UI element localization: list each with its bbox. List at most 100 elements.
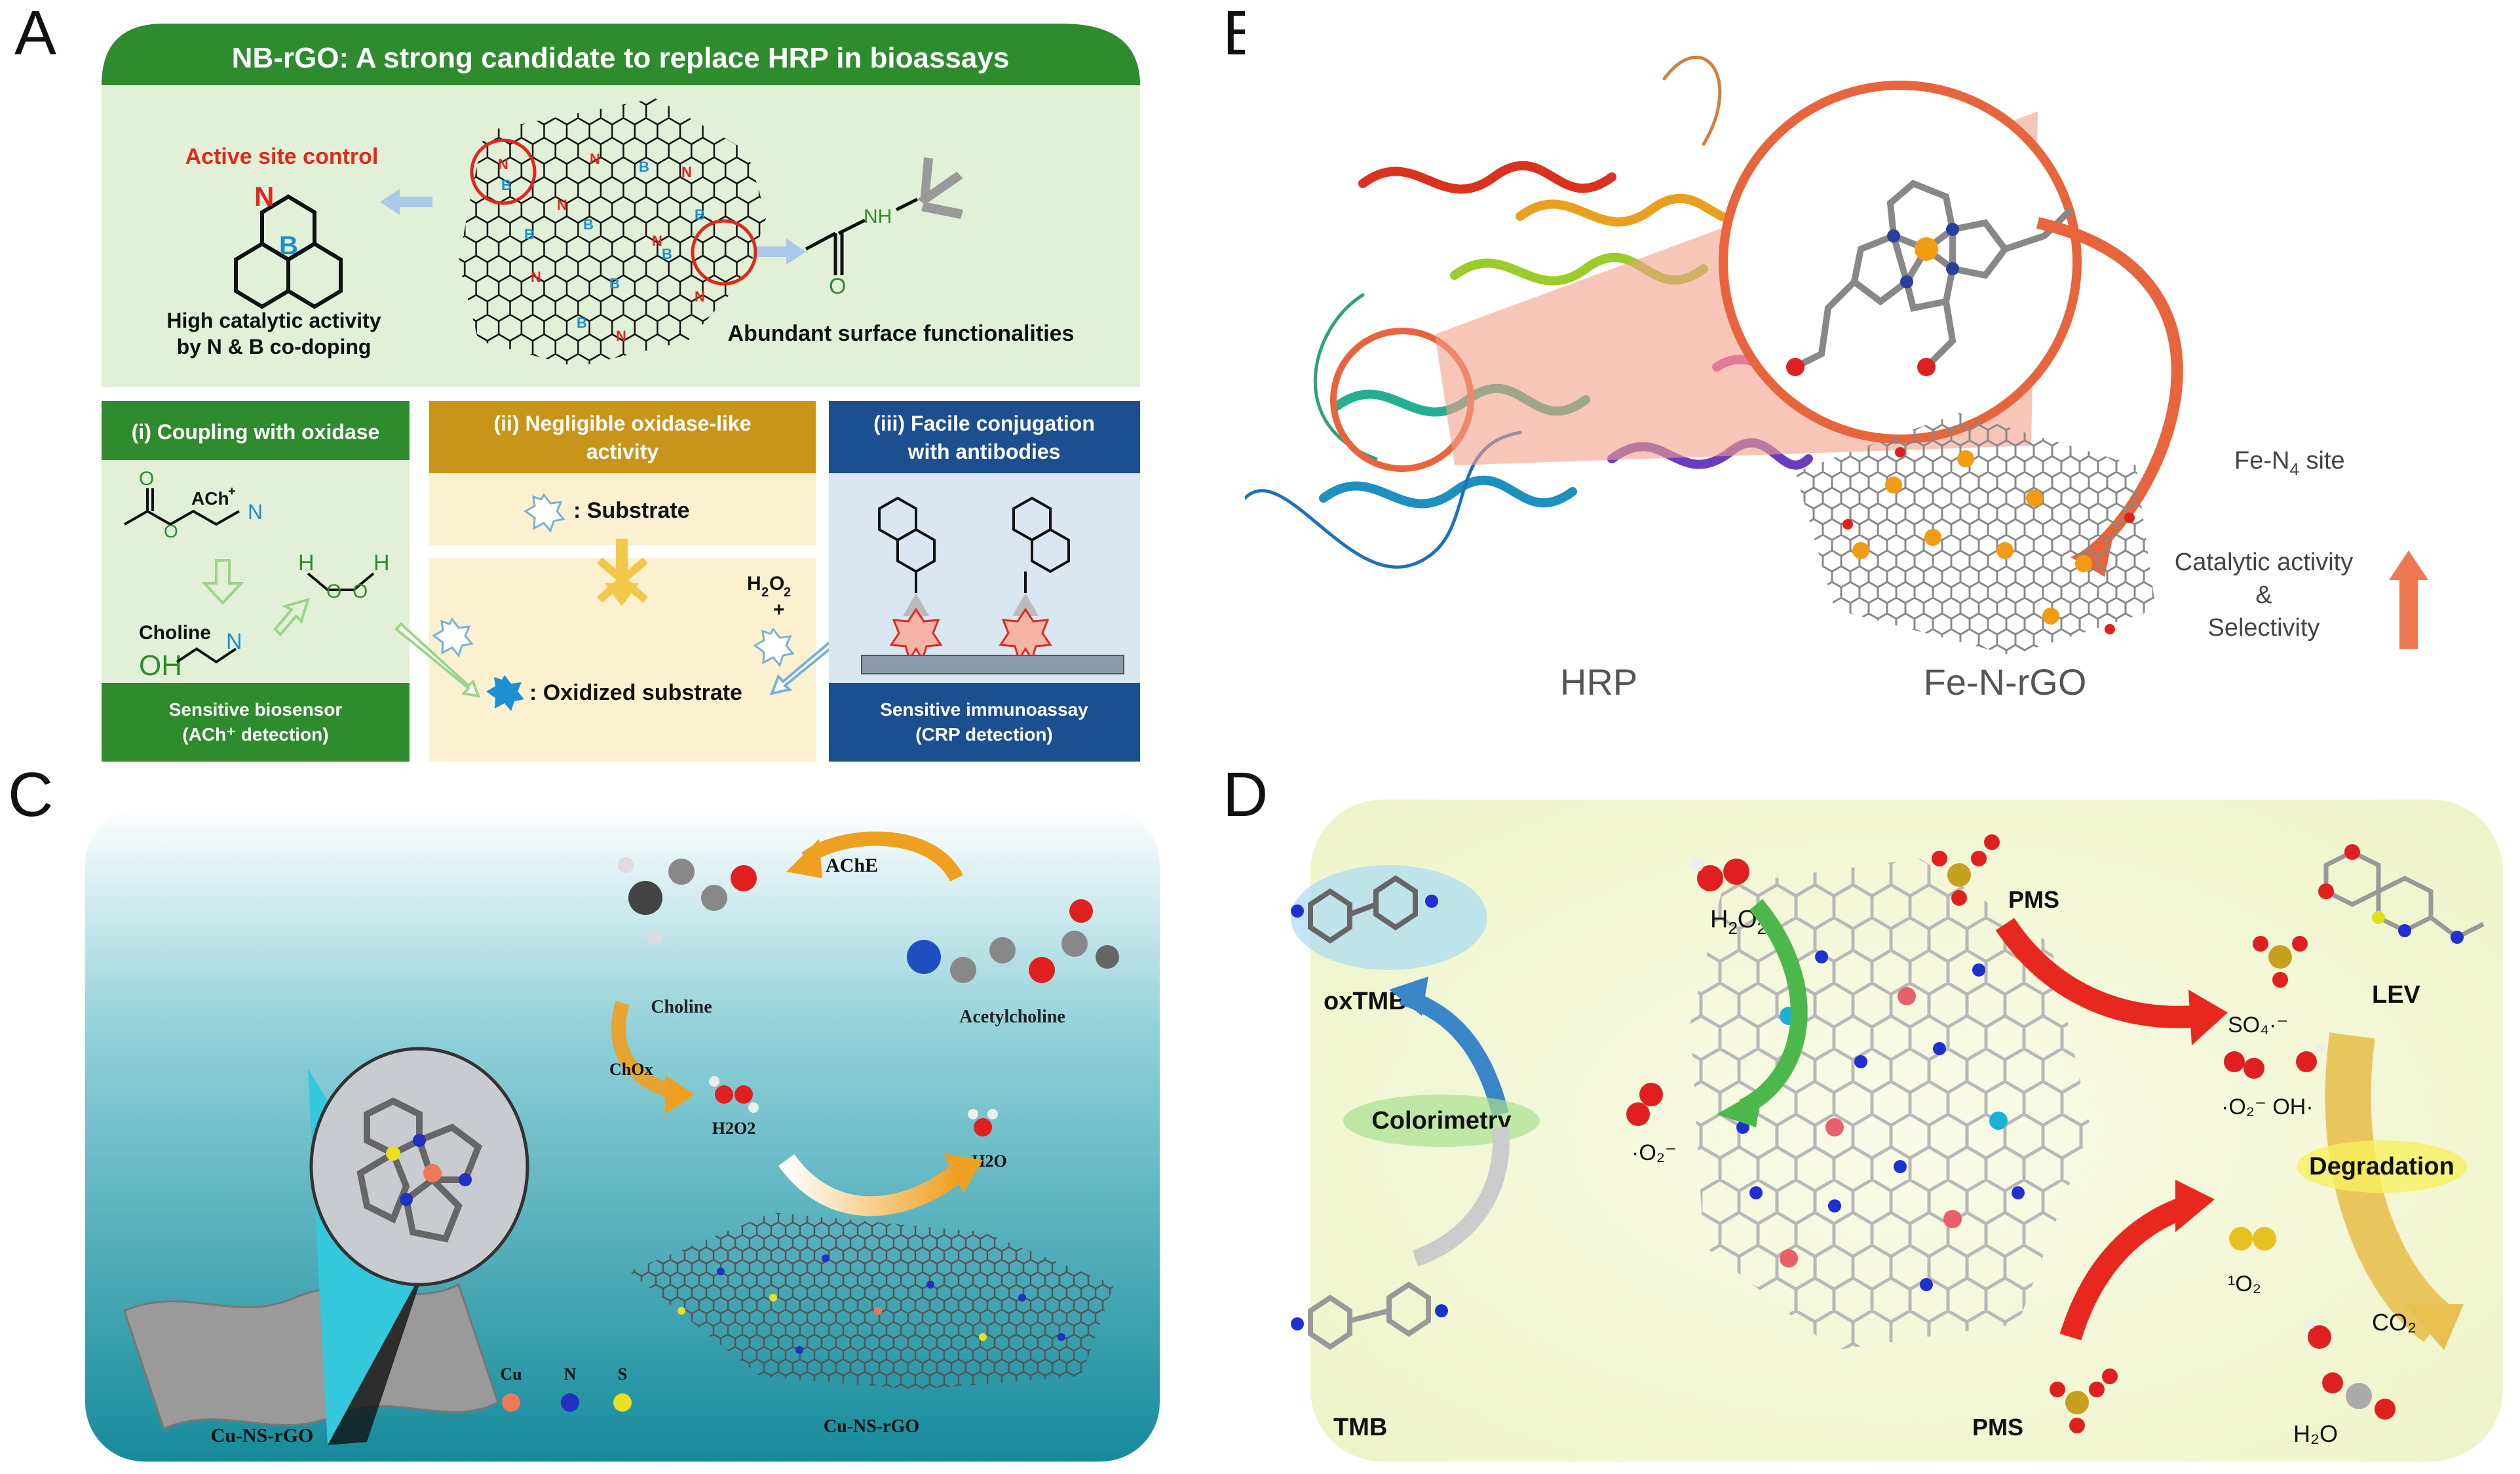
increase-arrow-icon [2389,551,2428,649]
arrow-down-green [201,559,244,605]
legend-s: S [618,1365,627,1384]
svg-text:N: N [695,288,705,305]
arrow-right-blue [754,239,806,265]
colorimetry-label: Colorimetry [1371,1107,1511,1135]
h2o2-molecule-a [307,572,375,591]
svg-text:B: B [501,177,512,193]
choline-oh: OH [139,650,182,682]
o2-oh-label: ·O₂⁻ OH· [2221,1095,2314,1119]
section-i-footer [102,683,410,762]
sheet-atoms [1736,950,2025,1291]
section-iii-title-line1: (iii) Facile conjugation [873,412,1095,435]
amide-molecule [805,197,919,275]
cu-ns-rgo-right-label: Cu-NS-rGO [824,1416,919,1437]
panel-c: Cu-NS-rGO Cu N S Choline Acetylcholine A… [85,806,1160,1462]
green-arrow-d [1738,899,1808,1115]
svg-text:B: B [583,216,594,233]
section-ii-title-line1: (ii) Negligible oxidase-like [494,412,752,435]
so4-radical-molecule [2253,936,2308,988]
active-site-circle [470,138,537,205]
fe-n-rgo-label: Fe-N-rGO [1924,661,2087,703]
cu-site-zoom [309,1047,529,1287]
singlet-o2-label: ¹O₂ [2228,1271,2261,1296]
ach-o-atom: O [139,468,154,490]
oxidized-star-icon [486,675,524,711]
choline-label-c: Choline [651,997,712,1017]
abundant-label: Abundant surface functionalities [728,321,1075,346]
zoom-cone-shadow [328,1265,426,1445]
section-i-footer-line1: Sensitive biosensor [169,699,343,720]
chox-arrow [611,1000,683,1102]
ach-label: ACh [191,488,229,509]
panel-a-title: NB-rGO: A strong candidate to replace HR… [232,42,1010,74]
colorimetry-glow [1343,1095,1540,1147]
h2o2-h2: H [373,551,390,575]
arrow-from-sensor [394,622,481,698]
legend-n: N [564,1365,577,1384]
arrow-diag-green [273,598,310,636]
ach-molecule [124,488,240,526]
plus-sign: + [773,599,785,621]
heme-molecule [1786,180,2073,376]
substrate-star-icon-3 [753,627,795,668]
fe-n4-site-label: Fe-N4 site [2234,447,2345,479]
antibody-icon [917,157,963,219]
arrow-left-blue [380,189,432,215]
active-site-label: Active site control [185,144,379,169]
svg-text:N: N [590,151,600,167]
section-i-footer-line2: (ACh⁺ detection) [182,724,328,745]
section-iii-footer-line2: (CRP detection) [915,724,1053,745]
section-iii-body [829,473,1140,683]
section-iii-footer-line1: Sensitive immunoassay [880,699,1088,720]
antibody-conjugate-1 [878,496,943,662]
section-iii-header [829,401,1140,473]
degradation-arrow-head [2405,1304,2464,1350]
choline-molecule-c [618,857,757,945]
svg-text:N: N [557,197,567,213]
pms-bottom-label: PMS [1972,1414,2023,1441]
h2o-molecule-c [968,1109,998,1136]
h2o2-h1: H [298,551,315,575]
lev-molecule [2318,844,2485,944]
atom-n-label: N [254,181,274,212]
immuno-plate [861,655,1124,674]
o2-oh-molecules [2224,1043,2325,1079]
h2o2-sub-2b: 2 [784,585,791,600]
tmb-arrow [1412,1126,1510,1267]
oxidation-arrow-head [1389,977,1428,1016]
blocked-arrow [597,539,648,606]
svg-text:N: N [531,269,541,285]
pms-molecule-bottom [2050,1368,2118,1433]
svg-text:B: B [662,246,672,262]
catalytic-line2: & [2255,581,2272,609]
section-iii-footer [829,683,1140,762]
panel-d: oxTMB Colorimetry TMB H2O2 ·O₂⁻ PMS [1291,800,2503,1462]
svg-text:B: B [577,315,587,331]
so4-label: SO₄·⁻ [2228,1013,2288,1038]
amide-nh-label: NH [864,206,892,227]
svg-text:N: N [652,233,662,249]
section-i-header [102,401,410,460]
panel-label-d: D [1223,760,1269,830]
svg-text:B: B [524,226,535,242]
choline-label: Choline [139,622,211,644]
cu-ns-rgo-left-label: Cu-NS-rGO [211,1425,314,1446]
legend-cu: Cu [500,1365,522,1384]
antibody-conjugate-2 [999,496,1070,662]
panel-a: NB-rGO: A strong candidate to replace HR… [102,24,1140,762]
h2o2-o1: O [326,581,341,602]
section-ii-upper [429,473,816,545]
h2o2-molecule-c [709,1076,759,1113]
oxidized-label: : Oxidized substrate [529,680,742,705]
svg-text:B: B [695,206,705,223]
substrate-star-icon [524,493,565,533]
green-arrow-head-d [1717,1088,1763,1127]
singlet-o2-molecule [2229,1227,2276,1251]
amide-o-label: O [829,274,846,299]
h2o2-label-c: H2O2 [712,1119,755,1138]
section-ii-title-line2: activity [586,440,659,463]
dopant-dots-c [678,1254,1065,1354]
high-activity-line1: High catalytic activity [166,309,381,332]
red-arrow-bottom [2059,1195,2192,1341]
degradation-arrow [2325,1032,2452,1342]
